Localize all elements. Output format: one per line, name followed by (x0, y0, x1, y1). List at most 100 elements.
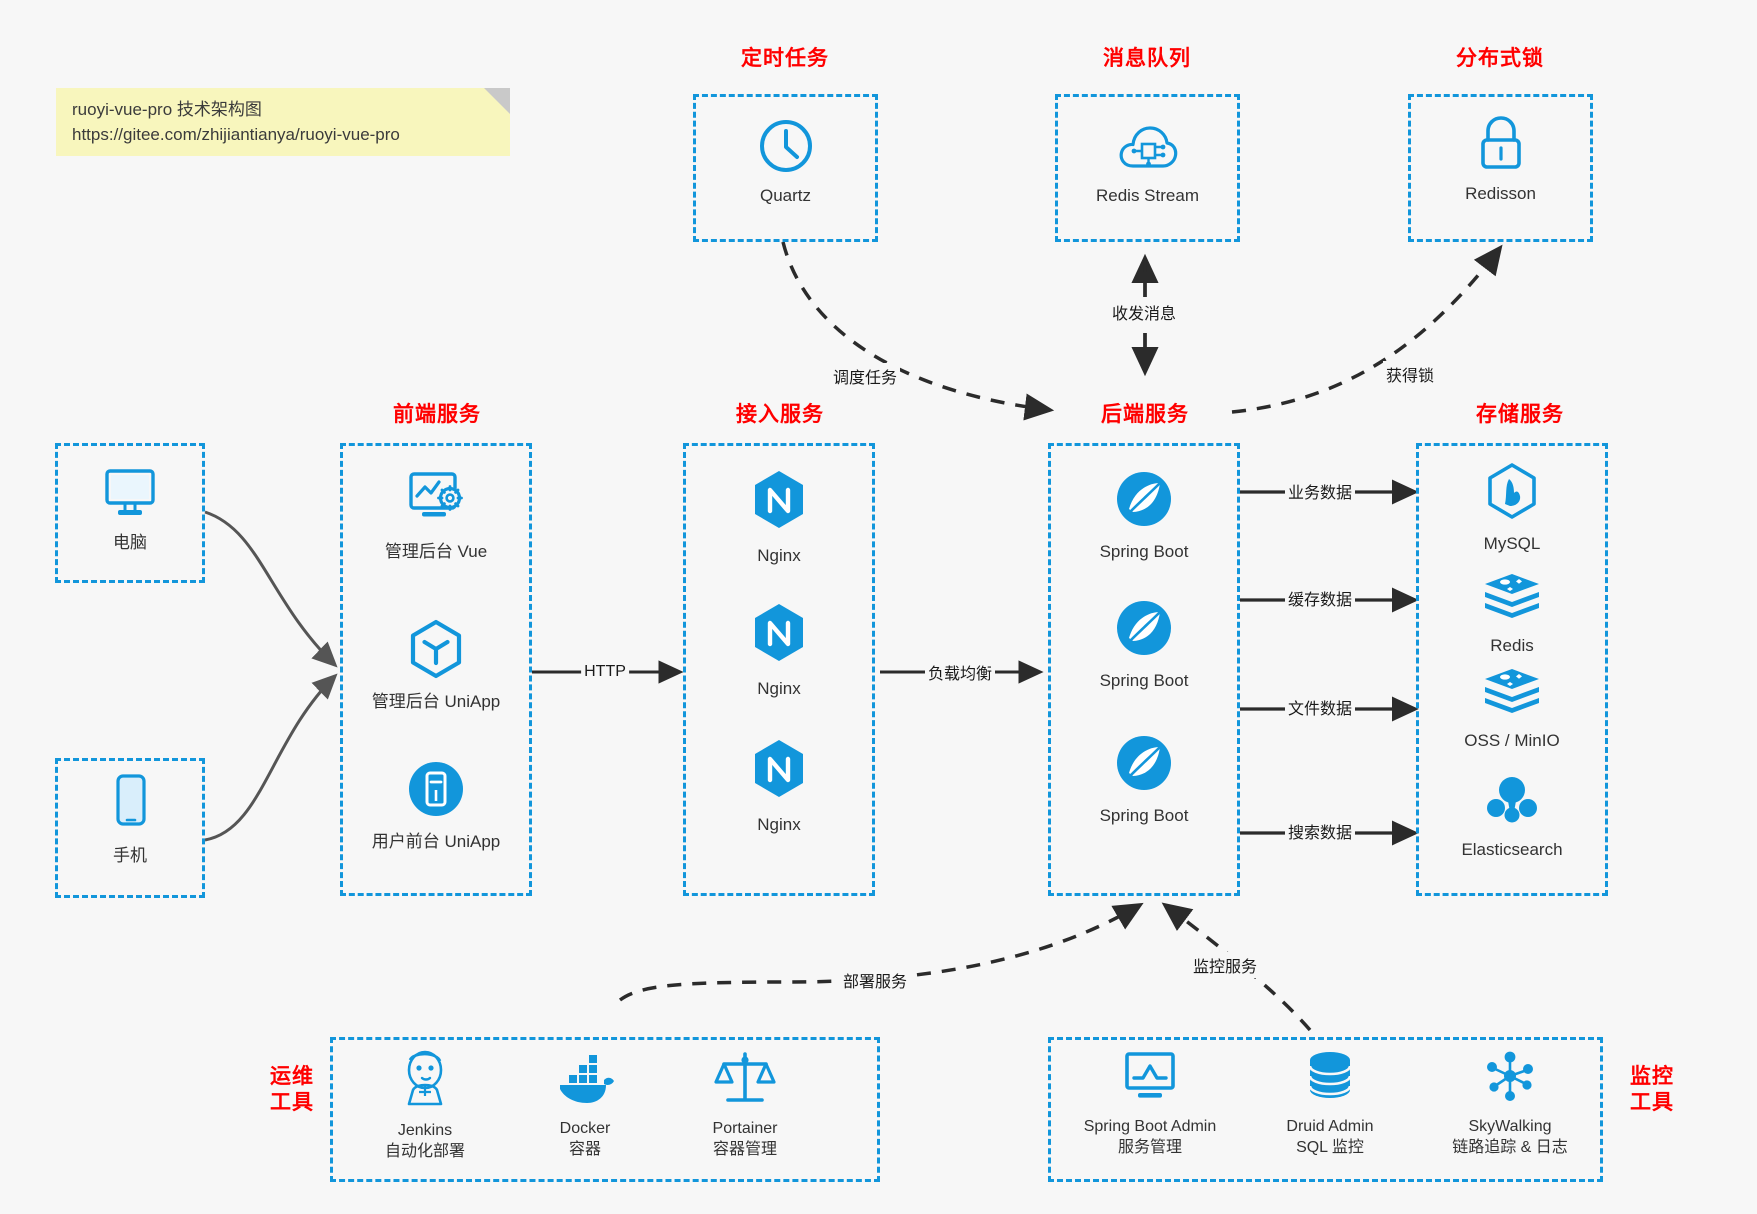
node-desktop[interactable]: 电脑 (55, 463, 205, 554)
group-title-lock: 分布式锁 (1456, 47, 1544, 70)
docker-icon (552, 1052, 618, 1113)
backend-group-box (1048, 443, 1240, 896)
node-spring-boot-2[interactable]: Spring Boot (1048, 597, 1240, 692)
monitor-chart-icon (1119, 1048, 1181, 1111)
edge-label-load-balance: 负载均衡 (924, 659, 996, 685)
node-label: 用户前台 UniApp (371, 832, 501, 851)
node-label: Redis Stream (1096, 186, 1199, 205)
node-nginx-2[interactable]: Nginx (683, 601, 875, 700)
lock-group-box (1408, 94, 1593, 242)
group-title-monitor: 监控 工具 (1630, 1065, 1674, 1115)
node-nginx-1[interactable]: Nginx (683, 468, 875, 567)
node-label: Quartz (759, 186, 812, 205)
edge-label-search-data: 搜索数据 (1284, 818, 1356, 844)
ops-group-box (330, 1037, 880, 1182)
cloud-stream-icon (1117, 122, 1179, 179)
node-oss-minio[interactable]: OSS / MinIO (1416, 665, 1608, 752)
edge-label-cache-data: 缓存数据 (1284, 585, 1356, 611)
node-label: 管理后台 UniApp (371, 692, 501, 711)
mysql-icon (1483, 462, 1541, 527)
admin-dashboard-icon (403, 468, 469, 535)
node-label: OSS / MinIO (1464, 731, 1560, 750)
node-label: Spring Boot (1099, 542, 1189, 561)
group-title-backend: 后端服务 (1101, 403, 1189, 426)
node-label: MySQL (1483, 534, 1541, 553)
jenkins-icon (395, 1048, 455, 1115)
node-label: Nginx (757, 815, 801, 834)
node-label: Spring Boot (1099, 671, 1189, 690)
node-spring-boot-1[interactable]: Spring Boot (1048, 468, 1240, 563)
client-desktop-box (55, 443, 205, 583)
node-admin-uniapp[interactable]: 管理后台 UniApp (340, 618, 532, 713)
mobile-app-icon (405, 758, 467, 825)
gateway-group-box (683, 443, 875, 896)
node-label: SkyWalking 链路追踪 & 日志 (1452, 1118, 1568, 1156)
edge-label-messaging: 收发消息 (1108, 299, 1180, 325)
node-label: Portainer 容器管理 (712, 1120, 778, 1158)
node-spring-boot-3[interactable]: Spring Boot (1048, 732, 1240, 827)
node-label: Docker 容器 (559, 1120, 611, 1158)
lock-icon (1474, 114, 1528, 177)
node-label: Redis (1490, 636, 1534, 655)
node-label: Druid Admin SQL 监控 (1286, 1118, 1374, 1156)
oss-minio-icon (1481, 665, 1543, 724)
edge-label-http: HTTP (581, 662, 629, 682)
node-docker[interactable]: Docker 容器 (505, 1052, 665, 1161)
node-portainer[interactable]: Portainer 容器管理 (665, 1048, 825, 1161)
frontend-group-box (340, 443, 532, 896)
storage-group-box (1416, 443, 1608, 896)
group-title-gateway: 接入服务 (736, 403, 824, 426)
mobile-icon (106, 772, 154, 839)
note-text: ruoyi-vue-pro 技术架构图 https://gitee.com/zh… (72, 100, 400, 144)
edge-label-business-data: 业务数据 (1284, 478, 1356, 504)
mq-group-box (1055, 94, 1240, 242)
desktop-icon (99, 463, 161, 526)
node-jenkins[interactable]: Jenkins 自动化部署 (345, 1048, 505, 1163)
node-spring-boot-admin[interactable]: Spring Boot Admin 服务管理 (1060, 1048, 1240, 1159)
group-title-ops: 运维 工具 (270, 1065, 314, 1115)
edge-label-schedule-task: 调度任务 (829, 363, 901, 389)
node-mobile[interactable]: 手机 (55, 772, 205, 867)
portainer-scale-icon (714, 1048, 776, 1113)
node-skywalking[interactable]: SkyWalking 链路追踪 & 日志 (1420, 1048, 1600, 1159)
node-label: 电脑 (113, 533, 147, 552)
node-mysql[interactable]: MySQL (1416, 462, 1608, 555)
nginx-icon (749, 737, 809, 808)
node-admin-vue[interactable]: 管理后台 Vue (340, 468, 532, 563)
node-user-uniapp[interactable]: 用户前台 UniApp (340, 758, 532, 853)
note-card: ruoyi-vue-pro 技术架构图 https://gitee.com/zh… (56, 88, 510, 156)
group-title-storage: 存储服务 (1476, 403, 1564, 426)
edge-label-acquire-lock: 获得锁 (1382, 361, 1438, 387)
node-quartz[interactable]: Quartz (693, 118, 878, 207)
node-label: Redisson (1465, 184, 1536, 203)
node-label: Jenkins 自动化部署 (384, 1122, 465, 1160)
skywalking-icon (1479, 1048, 1541, 1111)
node-label: Nginx (757, 679, 801, 698)
nginx-icon (749, 601, 809, 672)
node-redisson[interactable]: Redisson (1408, 114, 1593, 205)
scheduler-group-box (693, 94, 878, 242)
group-title-scheduler: 定时任务 (741, 47, 829, 70)
node-nginx-3[interactable]: Nginx (683, 737, 875, 836)
node-druid-admin[interactable]: Druid Admin SQL 监控 (1240, 1048, 1420, 1159)
edge-label-file-data: 文件数据 (1284, 694, 1356, 720)
node-label: Spring Boot Admin 服务管理 (1083, 1118, 1217, 1156)
nginx-icon (749, 468, 809, 539)
group-title-mq: 消息队列 (1103, 47, 1191, 70)
redis-icon (1481, 570, 1543, 629)
node-elasticsearch[interactable]: Elasticsearch (1416, 770, 1608, 861)
node-label: Nginx (757, 546, 801, 565)
note-fold-corner (484, 88, 510, 114)
node-redis[interactable]: Redis (1416, 570, 1608, 657)
node-label: 管理后台 Vue (384, 542, 488, 561)
edge-label-monitor-service: 监控服务 (1189, 952, 1261, 978)
spring-boot-icon (1113, 597, 1175, 664)
monitor-group-box (1048, 1037, 1603, 1182)
edge-label-deploy-service: 部署服务 (839, 967, 911, 993)
node-label: Elasticsearch (1461, 840, 1563, 859)
node-redis-stream[interactable]: Redis Stream (1055, 122, 1240, 207)
elasticsearch-icon (1482, 770, 1542, 833)
client-mobile-box (55, 758, 205, 898)
clock-icon (758, 118, 814, 179)
spring-boot-icon (1113, 468, 1175, 535)
